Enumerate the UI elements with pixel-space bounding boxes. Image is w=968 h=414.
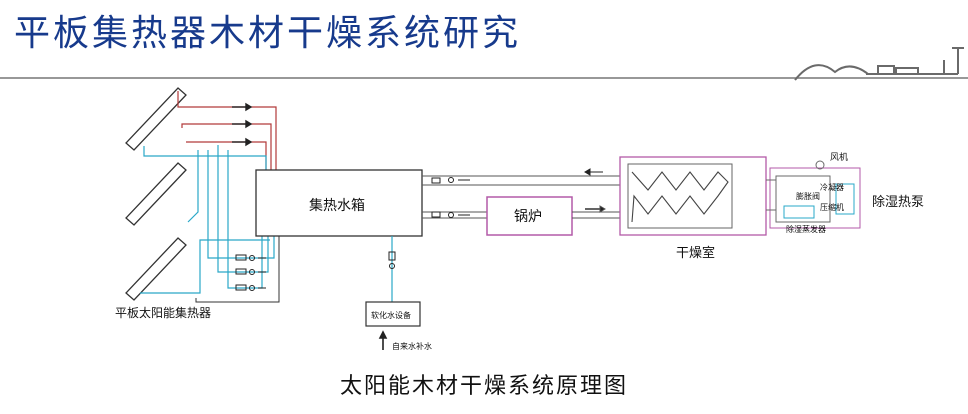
page-title: 平板集热器木材干燥系统研究 <box>14 13 522 54</box>
flow-arrows-top <box>232 102 253 147</box>
water-softener <box>365 301 421 327</box>
boiler-label: 锅炉 <box>514 209 542 225</box>
heatpump-unit <box>766 160 861 229</box>
pump-valve-lower <box>235 254 266 291</box>
collector-panel <box>125 237 187 301</box>
tank-dryer-supply <box>422 175 620 186</box>
collector-panel <box>125 87 187 151</box>
drying-chamber <box>619 156 767 236</box>
expansion-valve-label: 膨胀阀 <box>796 191 820 201</box>
boiler-dryer-line <box>572 205 620 219</box>
tapwater-arrow <box>378 330 388 350</box>
heat-exchanger <box>627 163 733 229</box>
collector-water-tank <box>255 169 423 237</box>
fan-label: 风机 <box>830 151 848 163</box>
collector-label: 平板太阳能集热器 <box>115 305 211 320</box>
cold-pipes <box>140 145 275 294</box>
hot-pipes <box>177 91 277 170</box>
evaporator-label: 除湿蒸发器 <box>786 224 826 234</box>
dryer-label: 干燥室 <box>676 245 715 261</box>
tank-label: 集热水箱 <box>309 197 365 214</box>
diagram-caption: 太阳能木材干燥系统原理图 <box>339 374 628 399</box>
university-logo <box>794 47 964 81</box>
boiler <box>486 196 573 236</box>
tank-boiler-fittings <box>431 211 470 218</box>
heatpump-label: 除湿热泵 <box>872 195 924 210</box>
makeup-water-fittings <box>388 251 396 269</box>
heat-exchanger-coil <box>631 171 729 223</box>
tank-dryer-fittings <box>431 168 603 184</box>
collector-panel <box>125 162 187 226</box>
tapwater-label: 自来水补水 <box>392 341 432 351</box>
compressor-label: 压缩机 <box>820 202 844 212</box>
cold-pipes-dark <box>195 236 280 303</box>
solar-collectors <box>125 87 187 301</box>
condenser-label: 冷凝器 <box>820 182 844 192</box>
softener-label: 软化水设备 <box>371 310 411 320</box>
